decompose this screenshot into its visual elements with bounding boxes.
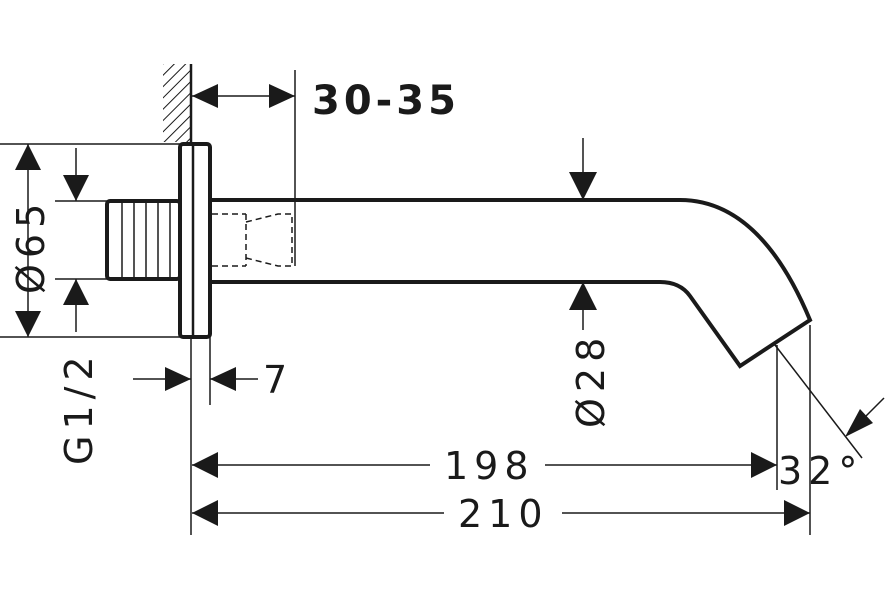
dimension-flange-diameter: Ø65	[0, 143, 180, 338]
label-thread: G1/2	[57, 350, 101, 465]
label-reach-long: 210	[458, 492, 549, 536]
spout-body	[210, 198, 813, 369]
label-wall-projection: 30-35	[312, 78, 460, 124]
thread-connector	[105, 199, 182, 281]
hidden-insert	[212, 213, 293, 267]
dimension-reach-short: 198	[190, 345, 778, 535]
label-flange-diameter: Ø65	[9, 198, 53, 294]
dimension-reach-long: 210	[192, 325, 811, 536]
label-flange-thickness: 7	[263, 358, 293, 402]
dimension-flange-thickness: 7	[133, 337, 293, 405]
dimension-outlet-angle: 32°	[774, 344, 885, 493]
dimension-wall-projection: 30-35	[192, 70, 460, 266]
dimension-spout-diameter: Ø28	[569, 138, 613, 428]
wall-flange	[178, 142, 212, 339]
label-spout-diameter: Ø28	[569, 332, 613, 428]
dimension-thread: G1/2	[55, 148, 107, 465]
wall	[163, 64, 193, 142]
label-outlet-angle: 32°	[778, 449, 863, 493]
label-reach-short: 198	[444, 444, 535, 488]
